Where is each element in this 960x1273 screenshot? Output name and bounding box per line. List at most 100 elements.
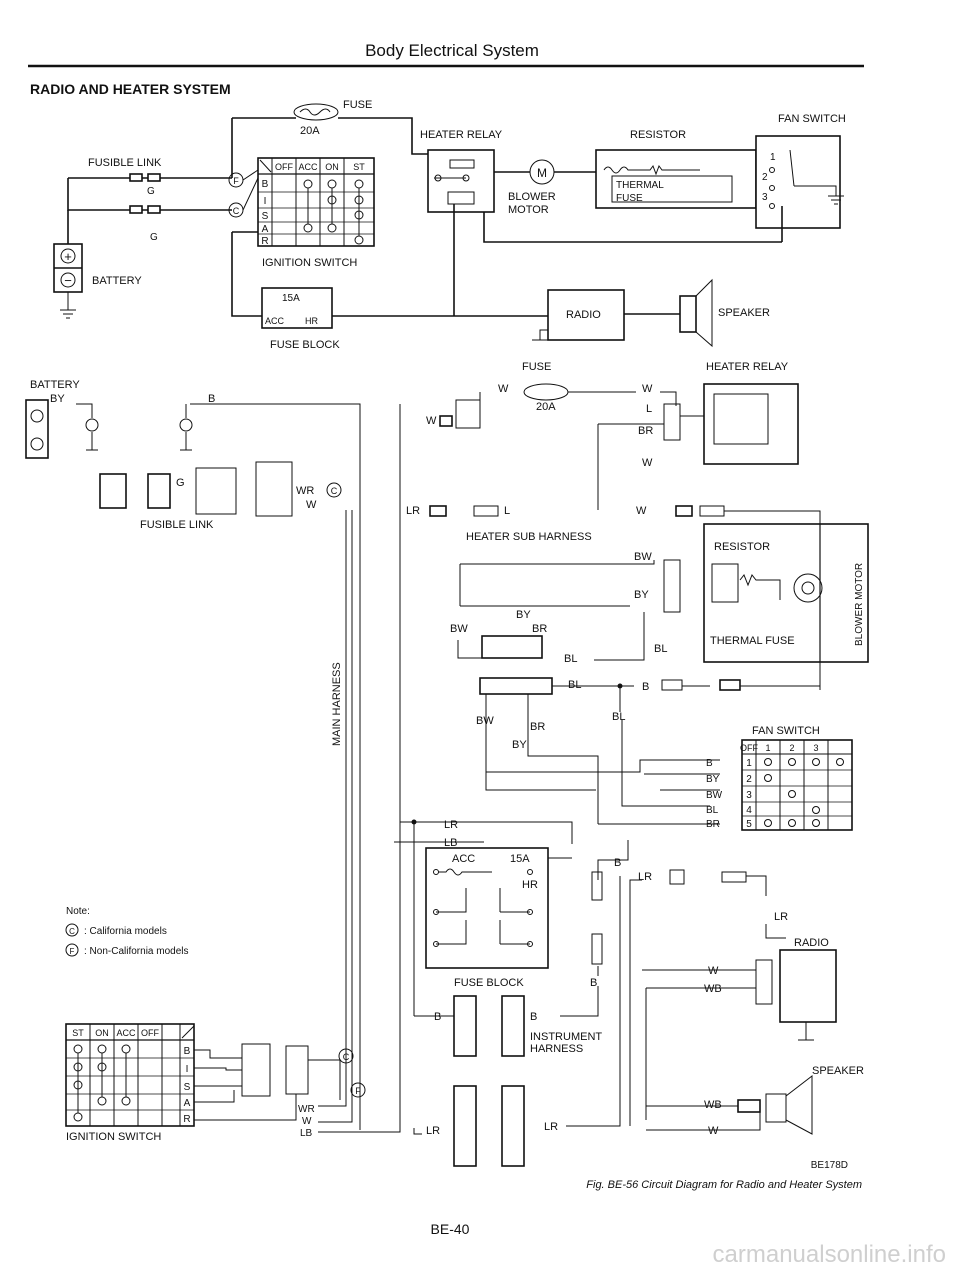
svg-text:LR: LR <box>774 911 788 923</box>
svg-text:B: B <box>262 179 269 190</box>
svg-text:B: B <box>184 1046 191 1057</box>
svg-text:1: 1 <box>746 758 752 769</box>
top-g2-label: G <box>150 232 158 243</box>
h-instrument-harness-1: INSTRUMENT <box>530 1031 602 1043</box>
top-heater-relay-label: HEATER RELAY <box>420 129 503 141</box>
svg-text:3: 3 <box>813 743 818 753</box>
svg-text:OFF: OFF <box>740 743 758 753</box>
svg-text:LR: LR <box>638 871 652 883</box>
svg-text:SPEAKER: SPEAKER <box>718 307 770 319</box>
svg-text:WR: WR <box>298 1104 315 1115</box>
svg-text:BY: BY <box>516 609 531 621</box>
h-speaker-label: SPEAKER <box>812 1065 864 1077</box>
h-speaker <box>785 1074 813 1135</box>
h-instrument-harness-2: HARNESS <box>530 1043 583 1055</box>
svg-text:+: + <box>64 249 72 264</box>
svg-text:MOTOR: MOTOR <box>508 204 549 216</box>
svg-text:B: B <box>590 977 597 989</box>
svg-text:B: B <box>434 1011 441 1023</box>
harness-section: BATTERY BY B G WR C W FUSIBLE LINK MAIN … <box>25 361 869 1167</box>
svg-text:HR: HR <box>305 316 318 326</box>
svg-text:BL: BL <box>568 679 581 691</box>
svg-text:W: W <box>426 415 437 427</box>
svg-text:BY: BY <box>50 393 65 405</box>
h-fusible-link-label: FUSIBLE LINK <box>140 519 214 531</box>
page-number: BE-40 <box>431 1221 470 1237</box>
svg-text:WR: WR <box>296 485 314 497</box>
top-resistor-label: RESISTOR <box>630 129 686 141</box>
svg-text:2: 2 <box>746 774 752 785</box>
top-resistor <box>595 149 757 209</box>
top-schematic: FUSE 20A FUSIBLE LINK G G F C + − BATTER… <box>53 99 846 351</box>
top-ignition-switch: OFF ACC ON ST B I S A R <box>257 157 375 247</box>
svg-text:3: 3 <box>762 192 768 203</box>
top-fan-switch-label: FAN SWITCH <box>778 113 846 125</box>
svg-text:B: B <box>642 681 649 693</box>
svg-text:LR: LR <box>426 1125 440 1137</box>
svg-text:5: 5 <box>746 819 752 830</box>
svg-text:ON: ON <box>325 162 339 172</box>
note: Note: C : California models F : Non-Cali… <box>65 906 189 957</box>
h-fan-switch-label: FAN SWITCH <box>752 725 820 737</box>
svg-text:LB: LB <box>444 837 457 849</box>
svg-text:C: C <box>331 486 338 496</box>
svg-text:−: − <box>64 273 72 288</box>
svg-text:3: 3 <box>746 790 752 801</box>
svg-text:BW: BW <box>634 551 652 563</box>
top-fuse-symbol <box>293 103 339 121</box>
svg-text:BW: BW <box>450 623 468 635</box>
svg-text:15A: 15A <box>510 853 530 865</box>
watermark: carmanualsonline.info <box>713 1241 946 1268</box>
svg-text:Note:: Note: <box>66 906 90 917</box>
figure-caption: Fig. BE-56 Circuit Diagram for Radio and… <box>586 1179 862 1191</box>
svg-text:1: 1 <box>770 152 776 163</box>
svg-text:LR: LR <box>444 819 458 831</box>
svg-text:FUSE: FUSE <box>616 193 643 204</box>
svg-text:B: B <box>208 393 215 405</box>
svg-text:W: W <box>708 1125 719 1137</box>
svg-text:: Non-California models: : Non-California models <box>84 946 189 957</box>
svg-text:L: L <box>504 505 510 517</box>
svg-text:F: F <box>233 176 239 186</box>
h-heater-relay <box>703 383 799 465</box>
h-main-harness-label: MAIN HARNESS <box>331 662 343 746</box>
top-fusible-link: FUSIBLE LINK <box>88 157 162 169</box>
h-blower-motor-label: BLOWER MOTOR <box>854 563 865 646</box>
svg-text:A: A <box>184 1098 191 1109</box>
svg-text:W: W <box>498 383 509 395</box>
svg-text:BR: BR <box>638 425 653 437</box>
svg-text:B: B <box>530 1011 537 1023</box>
svg-text:C: C <box>69 927 75 936</box>
svg-text:BY: BY <box>706 774 720 785</box>
svg-text:BW: BW <box>706 790 723 801</box>
svg-text:R: R <box>183 1114 190 1125</box>
svg-text:LB: LB <box>300 1128 313 1139</box>
svg-text:BL: BL <box>564 653 577 665</box>
svg-text:L: L <box>646 403 652 415</box>
svg-text:I: I <box>264 196 267 207</box>
svg-text:ACC: ACC <box>298 162 318 172</box>
svg-text:15A: 15A <box>282 293 300 304</box>
top-fan-switch <box>755 135 841 229</box>
svg-text:ST: ST <box>72 1028 84 1038</box>
page-header: Body Electrical System <box>365 41 539 60</box>
bottom-ignition-switch: ST ON ACC OFF B I S A R IGNITION SWITCH … <box>65 1023 401 1143</box>
h-resistor-block <box>703 523 869 663</box>
svg-text:WB: WB <box>704 1099 722 1111</box>
section-title: RADIO AND HEATER SYSTEM <box>30 81 231 97</box>
svg-text:BL: BL <box>612 711 625 723</box>
svg-text:WB: WB <box>704 983 722 995</box>
svg-text:: California models: : California models <box>84 926 167 937</box>
h-radio-label: RADIO <box>794 937 829 949</box>
svg-text:W: W <box>642 383 653 395</box>
svg-text:BL: BL <box>706 805 719 816</box>
svg-text:ACC: ACC <box>452 853 475 865</box>
svg-text:OFF: OFF <box>141 1028 159 1038</box>
svg-text:ST: ST <box>353 162 365 172</box>
svg-text:2: 2 <box>789 743 794 753</box>
svg-text:THERMAL: THERMAL <box>616 180 664 191</box>
svg-text:W: W <box>636 505 647 517</box>
h-radio <box>779 949 837 1023</box>
svg-text:BR: BR <box>530 721 545 733</box>
